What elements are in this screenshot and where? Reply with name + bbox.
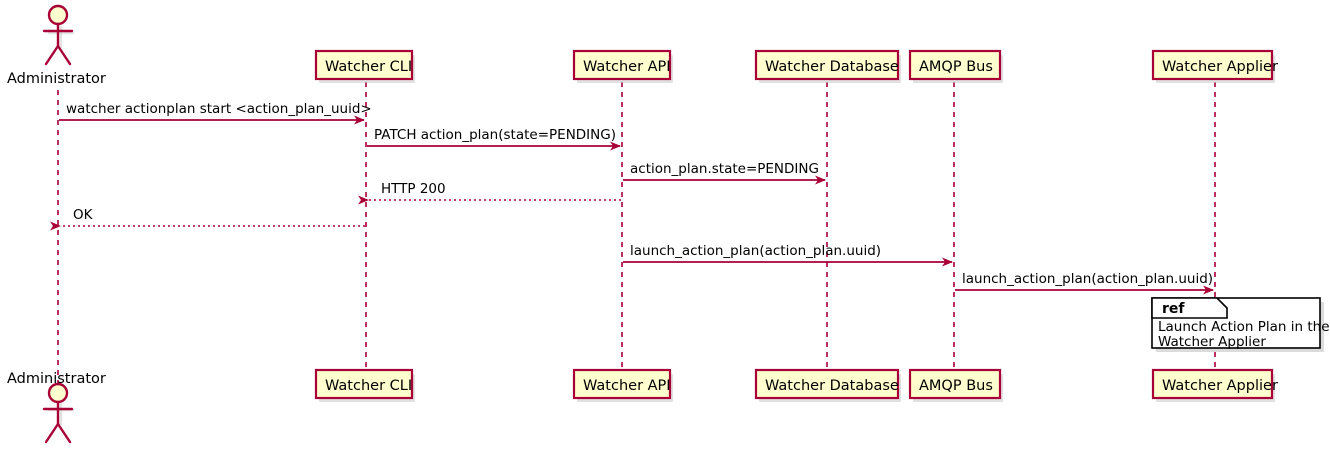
participant-label: Watcher CLI [325, 378, 412, 394]
participant-rect [1151, 368, 1274, 400]
participant-box-watcher-api-top[interactable]: Watcher API [572, 49, 673, 83]
participant-box-watcher-cli-bottom[interactable]: Watcher CLI [314, 368, 415, 402]
actor-leg-left-bottom [44, 422, 60, 444]
participant-label: Watcher Database [765, 59, 899, 75]
message-3[interactable]: action_plan.state=PENDING [623, 161, 826, 185]
actor-leg-left [44, 44, 60, 66]
message-7[interactable]: launch_action_plan(action_plan.uuid) [955, 271, 1214, 295]
participant-box-watcher-database-bottom[interactable]: Watcher Database [754, 368, 901, 402]
message-5[interactable]: OK [50, 207, 365, 231]
participant-label: AMQP Bus [919, 378, 993, 394]
actor-leg-right [56, 44, 72, 66]
actor-shadow-top [48, 26, 74, 48]
participant-rect [572, 368, 672, 400]
participant-box-amqp-bus-top[interactable]: AMQP Bus [908, 49, 1003, 83]
participant-rect [908, 368, 1002, 400]
participant-rect [572, 49, 672, 81]
message-1[interactable]: watcher actionplan start <action_plan_uu… [59, 101, 372, 125]
participant-box-watcher-cli-top[interactable]: Watcher CLI [314, 49, 415, 83]
ref-text-line-2: Watcher Applier [1158, 334, 1266, 350]
message-label: launch_action_plan(action_plan.uuid) [962, 271, 1213, 287]
participant-rect [754, 368, 900, 400]
participant-label: Watcher Applier [1162, 59, 1278, 75]
participant-label: Watcher Applier [1162, 378, 1278, 394]
participant-box-amqp-bus-bottom[interactable]: AMQP Bus [908, 368, 1003, 402]
actor-head-icon [47, 4, 69, 26]
participant-label: Watcher API [583, 59, 671, 75]
participant-rect [754, 49, 900, 81]
participant-box-watcher-database-top[interactable]: Watcher Database [754, 49, 901, 83]
message-label: watcher actionplan start <action_plan_uu… [66, 101, 372, 117]
actor-shadow-bottom [48, 403, 74, 425]
actor-administrator-top[interactable]: Administrator [7, 4, 106, 87]
participant-label: Watcher CLI [325, 59, 412, 75]
message-label: HTTP 200 [381, 181, 446, 197]
participant-box-watcher-applier-top[interactable]: Watcher Applier [1151, 49, 1278, 83]
participant-rect [908, 49, 1002, 81]
ref-text-line-1: Launch Action Plan in the [1158, 319, 1330, 335]
ref-fragment-launch-action-plan[interactable]: ref Launch Action Plan in the Watcher Ap… [1151, 297, 1330, 352]
participant-box-watcher-api-bottom[interactable]: Watcher API [572, 368, 673, 402]
message-6[interactable]: launch_action_plan(action_plan.uuid) [623, 243, 953, 267]
message-label: launch_action_plan(action_plan.uuid) [630, 243, 881, 259]
participant-label: Watcher Database [765, 378, 899, 394]
participant-label: Watcher API [583, 378, 671, 394]
actor-head-icon-bottom [47, 382, 69, 404]
message-label: OK [73, 207, 94, 223]
message-label: action_plan.state=PENDING [630, 161, 819, 177]
participant-rect [314, 49, 414, 81]
lifelines [57, 82, 1216, 388]
actor-leg-right-bottom [56, 422, 72, 444]
participant-box-watcher-applier-bottom[interactable]: Watcher Applier [1151, 368, 1278, 402]
actor-label-top: Administrator [7, 71, 106, 87]
participant-label: AMQP Bus [919, 59, 993, 75]
participant-rect [1151, 49, 1274, 81]
message-label: PATCH action_plan(state=PENDING) [374, 127, 616, 143]
actor-administrator-bottom[interactable]: Administrator [7, 371, 106, 444]
participant-rect [314, 368, 414, 400]
message-2[interactable]: PATCH action_plan(state=PENDING) [367, 127, 621, 151]
ref-keyword: ref [1162, 301, 1185, 317]
message-4[interactable]: HTTP 200 [358, 181, 621, 205]
ref-tab [1151, 297, 1228, 319]
actor-label-bottom: Administrator [7, 371, 106, 387]
